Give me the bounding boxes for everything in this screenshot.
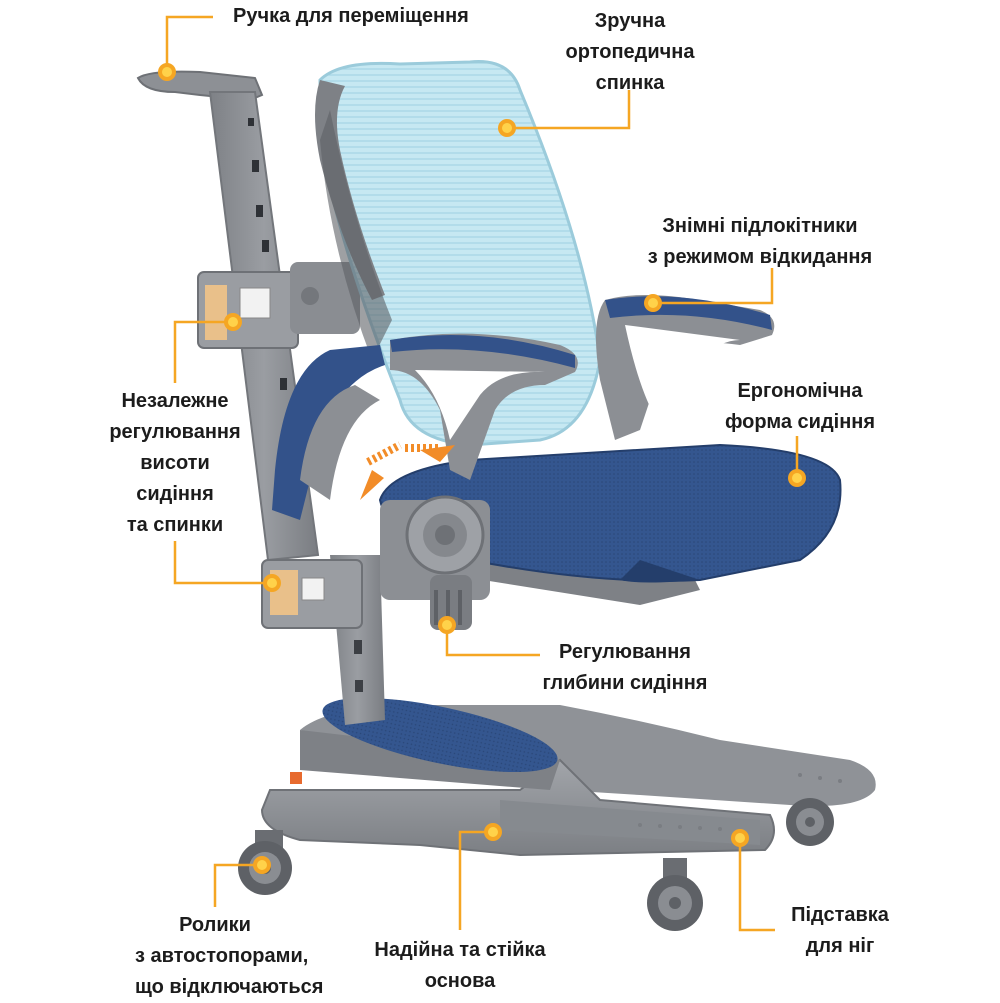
callout-height-adjust: Незалежне регулювання висоти сидіння та … (95, 386, 255, 541)
callout-casters: Ролики з автостопорами, що відключаються (135, 910, 324, 1003)
callout-line: Підставка (791, 904, 889, 926)
callout-line: Ролики (179, 914, 251, 936)
tilt-arrows-icon (360, 441, 455, 500)
callout-base: Надійна та стійка основа (355, 935, 565, 997)
callout-line: Надійна та стійка (374, 939, 546, 961)
sun-marker-icon (731, 829, 749, 847)
callout-line: що відключаються (135, 976, 324, 998)
callout-line: для ніг (805, 935, 875, 957)
markers (158, 63, 806, 874)
sun-marker-icon (253, 856, 271, 874)
callout-line: та спинки (126, 514, 224, 536)
leader-depth (445, 625, 540, 657)
leader-height-lower (173, 541, 272, 585)
callout-line: з режимом відкидання (647, 246, 873, 268)
leader-footrest (738, 838, 775, 932)
leader-casters (213, 863, 262, 907)
sun-marker-icon (263, 574, 281, 592)
callout-line: глибини сидіння (542, 672, 708, 694)
callout-handle: Ручка для переміщення (233, 1, 469, 32)
sun-marker-icon (498, 119, 516, 137)
callout-line: форма сидіння (724, 411, 876, 433)
callout-line: основа (424, 970, 496, 992)
leader-backrest (507, 90, 631, 130)
callout-line: спинка (595, 72, 665, 94)
sun-marker-icon (644, 294, 662, 312)
callout-line: Незалежне (121, 390, 229, 412)
callout-seat-shape: Ергономічна форма сидіння (700, 376, 900, 438)
callout-line: Регулювання (559, 641, 691, 663)
sun-marker-icon (438, 616, 456, 634)
callout-line: висоти (140, 452, 210, 474)
leader-height-upper (173, 320, 233, 383)
callout-line: ортопедична (565, 41, 695, 63)
callout-line: Знімні підлокітники (662, 215, 858, 237)
sun-marker-icon (158, 63, 176, 81)
callout-line: регулювання (109, 421, 241, 443)
caster-front-right (647, 858, 703, 931)
callout-line: з автостопорами, (135, 945, 309, 967)
armrests (272, 295, 775, 520)
seat-mechanism (380, 495, 490, 630)
callout-footrest: Підставка для ніг (760, 900, 920, 962)
callout-line: Ручка для переміщення (233, 5, 469, 27)
sun-marker-icon (484, 823, 502, 841)
leader-armrests (653, 268, 774, 305)
sun-marker-icon (224, 313, 242, 331)
leader-handle (165, 15, 213, 72)
callout-backrest: Зручна ортопедична спинка (545, 6, 715, 99)
callout-line: сидіння (136, 483, 214, 505)
callout-line: Ергономічна (737, 380, 863, 402)
callout-line: Зручна (594, 10, 666, 32)
caster-back-right (786, 798, 834, 846)
callout-depth-adjust: Регулювання глибини сидіння (510, 637, 740, 699)
callout-armrests: Знімні підлокітники з режимом відкидання (610, 211, 910, 273)
sun-marker-icon (788, 469, 806, 487)
leader-base (458, 830, 493, 930)
